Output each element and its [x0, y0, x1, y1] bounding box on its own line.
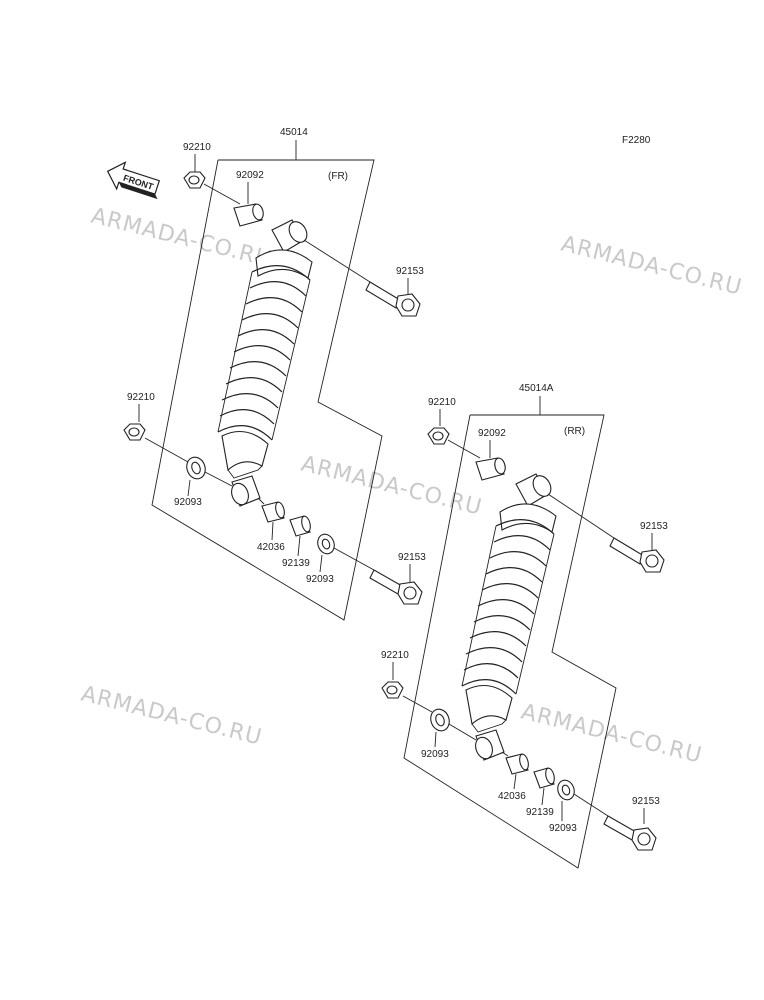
rear-label-bolt-top: 92153: [640, 521, 668, 532]
front-seal-right: [317, 533, 335, 555]
rear-top-eye: [515, 473, 552, 507]
front-arrow-icon: FRONT: [106, 161, 161, 200]
rear-top-nut: [427, 427, 450, 445]
rear-top-bolt: [609, 537, 665, 573]
front-assembly-number: 45014: [280, 127, 308, 138]
rear-collar-bottom: [505, 753, 529, 775]
front-bottom-nut: [123, 423, 146, 441]
rear-seal-right: [557, 779, 575, 801]
front-label-bolt-top: 92153: [396, 266, 424, 277]
rear-label-collar-bottom: 42036: [498, 791, 526, 802]
front-label-nut-top: 92210: [183, 142, 211, 153]
front-label-seal-right: 92093: [306, 574, 334, 585]
rear-label-seal-right: 92093: [549, 823, 577, 834]
front-label-bushing: 92139: [282, 558, 310, 569]
front-label-seal-left: 92093: [174, 497, 202, 508]
front-top-eye: [271, 219, 308, 253]
watermark: ARMADA-CO.RU: [79, 682, 265, 751]
rear-label-seal-left: 92093: [421, 749, 449, 760]
rear-lower-eye: [475, 729, 505, 761]
rear-label-collar-top: 92092: [478, 428, 506, 439]
front-top-nut: [183, 171, 206, 189]
rear-position-label: (RR): [564, 426, 585, 437]
rear-label-bolt-bottom: 92153: [632, 796, 660, 807]
front-frame-outline: [151, 159, 383, 621]
rear-seal-left: [430, 708, 450, 732]
rear-label-bushing: 92139: [526, 807, 554, 818]
front-bushing: [289, 515, 311, 537]
front-label-bolt-bottom: 92153: [398, 552, 426, 563]
watermark: ARMADA-CO.RU: [559, 232, 745, 301]
rear-shock-assembly: 45014A (RR) 92210 92092 92153: [381, 383, 668, 869]
front-top-bolt: [365, 281, 421, 317]
front-shock-assembly: 45014 (FR) 92210 92092 92153: [123, 127, 426, 621]
rear-bottom-bolt: [603, 815, 657, 851]
front-collar-bottom: [261, 501, 285, 523]
rear-assembly-number: 45014A: [519, 383, 554, 394]
front-label-collar-bottom: 42036: [257, 542, 285, 553]
watermarks: ARMADA-CO.RU ARMADA-CO.RU ARMADA-CO.RU A…: [79, 204, 745, 769]
rear-bushing: [533, 767, 555, 789]
rear-label-nut-top: 92210: [428, 397, 456, 408]
front-label-collar-top: 92092: [236, 170, 264, 181]
front-label-nut-bottom: 92210: [127, 392, 155, 403]
front-spring-body: [217, 249, 313, 479]
rear-label-nut-bottom: 92210: [381, 650, 409, 661]
diagram-code: F2280: [622, 135, 651, 146]
front-top-collar: [233, 203, 264, 227]
rear-frame-outline: [403, 414, 617, 869]
rear-spring-body: [461, 503, 557, 733]
front-position-label: (FR): [328, 171, 348, 182]
rear-bottom-nut: [381, 681, 404, 699]
rear-top-collar: [475, 457, 506, 481]
front-lower-eye: [231, 475, 261, 507]
front-bottom-bolt: [369, 569, 423, 605]
front-seal-left: [186, 456, 206, 480]
